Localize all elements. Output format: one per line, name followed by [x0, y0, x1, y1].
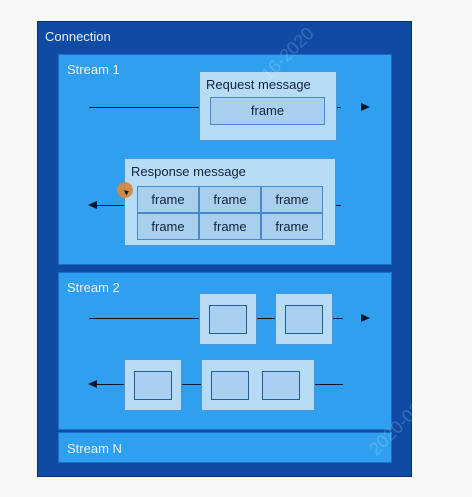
request-message-title: Request message: [206, 77, 311, 92]
stream-2: Stream 2: [58, 272, 392, 430]
stream-2-frame-c: [124, 359, 182, 411]
stream-2-frame-c-inner: [134, 371, 172, 400]
response-message-box: Response message frame frame frame frame…: [124, 158, 336, 246]
stream-1: Stream 1 Request message frame Response …: [58, 54, 392, 265]
stream-2-frame-d-inner-2: [262, 371, 300, 400]
watermark-left: 8:54: [0, 295, 39, 335]
stream-n: Stream N: [58, 432, 392, 463]
connection-box: Connection Stream 1 Request message fram…: [37, 21, 412, 477]
request-arrow-head: [361, 103, 370, 111]
response-frame: frame: [199, 186, 261, 213]
stream-2-frame-a-inner: [209, 305, 247, 334]
stream-2-frame-d: [201, 359, 315, 411]
stream-2-lower-arrow-head: [88, 380, 97, 388]
request-message-box: Request message frame: [199, 71, 337, 141]
stream-2-upper-arrow-head: [361, 314, 370, 322]
response-frame: frame: [199, 213, 261, 240]
cursor-pointer: [117, 182, 133, 198]
response-frame: frame: [261, 213, 323, 240]
response-message-title: Response message: [131, 164, 246, 179]
response-frame: frame: [137, 213, 199, 240]
stream-2-label: Stream 2: [67, 280, 120, 295]
response-frame: frame: [137, 186, 199, 213]
stream-2-frame-b: [275, 293, 333, 345]
request-frame: frame: [210, 97, 325, 125]
stream-2-frame-b-inner: [285, 305, 323, 334]
response-arrow-head: [88, 201, 97, 209]
stream-n-label: Stream N: [67, 441, 122, 456]
connection-label: Connection: [45, 29, 111, 44]
response-frame: frame: [261, 186, 323, 213]
stream-2-frame-d-inner-1: [211, 371, 249, 400]
stream-2-frame-a: [199, 293, 257, 345]
stream-1-label: Stream 1: [67, 62, 120, 77]
